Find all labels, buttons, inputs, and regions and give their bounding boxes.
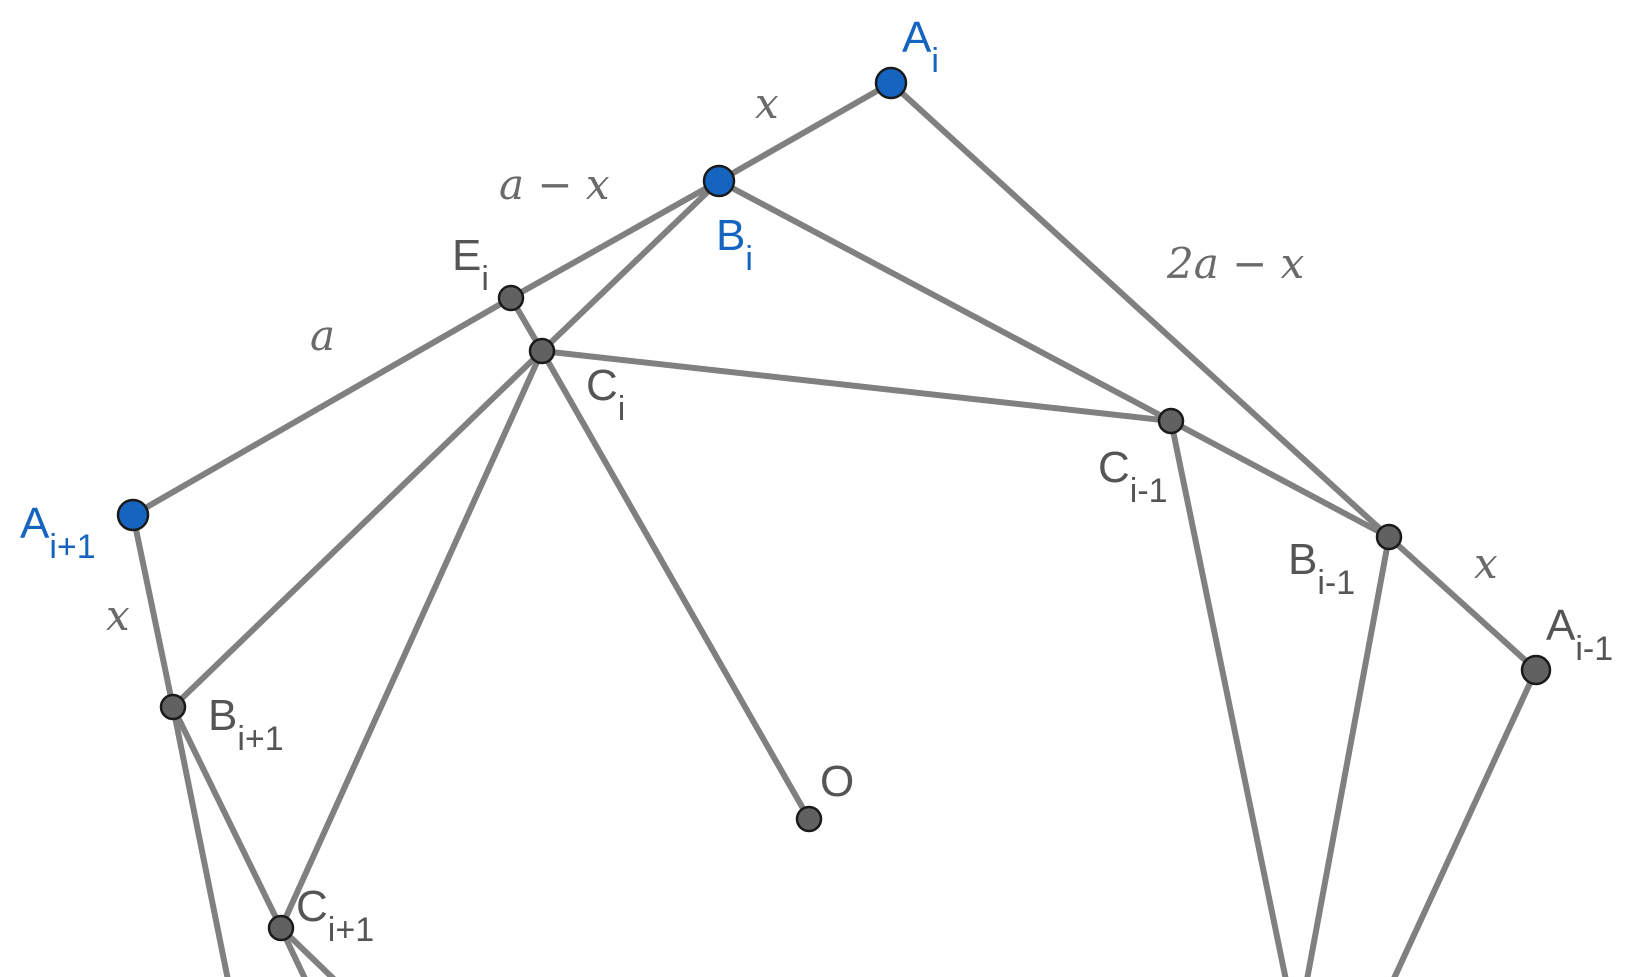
label-b-ip1: Bi+1 (208, 691, 284, 758)
length-labels: x a − x a 2a − x x x (106, 79, 1498, 640)
segment-ai-bi (716, 80, 894, 184)
point-o[interactable] (795, 805, 823, 833)
segment-ci-cip1 (278, 348, 545, 931)
label-a-i: Ai (902, 13, 939, 80)
point-c-i[interactable] (528, 337, 556, 365)
segment-bi-cim1 (716, 178, 1174, 424)
segment-bi-ei (508, 178, 722, 301)
length-label-ai-bim1: 2a − x (1166, 239, 1305, 288)
label-o: O (820, 757, 854, 806)
point-b-i[interactable] (702, 164, 736, 198)
point-a-im1[interactable] (1520, 654, 1552, 686)
points (116, 66, 1552, 942)
segment-ci-bip1 (170, 348, 545, 710)
segment-cim1-bim1 (1168, 418, 1392, 540)
segment-bim1-down (1304, 534, 1392, 977)
segment-bip1-cip1 (170, 704, 284, 931)
length-label-aip1-bip1: x (106, 591, 130, 640)
segment-cip1-down-b (278, 925, 337, 977)
point-a-i[interactable] (874, 66, 908, 100)
label-a-im1: Ai-1 (1546, 601, 1613, 668)
length-label-ei-aip1: a (310, 311, 335, 360)
point-a-ip1[interactable] (116, 498, 150, 532)
point-labels: Ai Bi Ai+1 Ei Ci Ci-1 Bi-1 Ai-1 Bi+1 Ci+… (20, 13, 1613, 949)
segment-bi-ci (539, 178, 722, 354)
label-b-i: Bi (716, 211, 753, 278)
segment-ei-aip1 (130, 295, 514, 518)
segment-aip1-bip1 (130, 512, 176, 710)
segment-aim1-down (1391, 667, 1539, 977)
segment-ci-cim1 (539, 348, 1174, 424)
point-c-im1[interactable] (1157, 407, 1185, 435)
label-c-im1: Ci-1 (1098, 443, 1168, 510)
segment-ci-o (539, 348, 812, 822)
label-a-ip1: Ai+1 (20, 499, 96, 566)
length-label-bi-ei: a − x (499, 160, 610, 209)
label-b-im1: Bi-1 (1288, 535, 1355, 602)
point-b-ip1[interactable] (159, 693, 187, 721)
point-c-ip1[interactable] (267, 914, 295, 942)
label-c-i: Ci (586, 361, 625, 428)
length-label-ai-bi: x (755, 79, 779, 128)
segment-cim1-down (1168, 418, 1289, 977)
segment-bim1-aim1 (1386, 534, 1539, 673)
point-b-im1[interactable] (1375, 523, 1403, 551)
segment-bip1-down (170, 704, 231, 977)
segment-ai-bim1 (888, 80, 1392, 540)
label-c-ip1: Ci+1 (296, 882, 374, 949)
label-e-i: Ei (452, 231, 489, 298)
length-label-bim1-aim1: x (1474, 539, 1498, 588)
segments (130, 80, 1539, 977)
point-e-i[interactable] (497, 284, 525, 312)
